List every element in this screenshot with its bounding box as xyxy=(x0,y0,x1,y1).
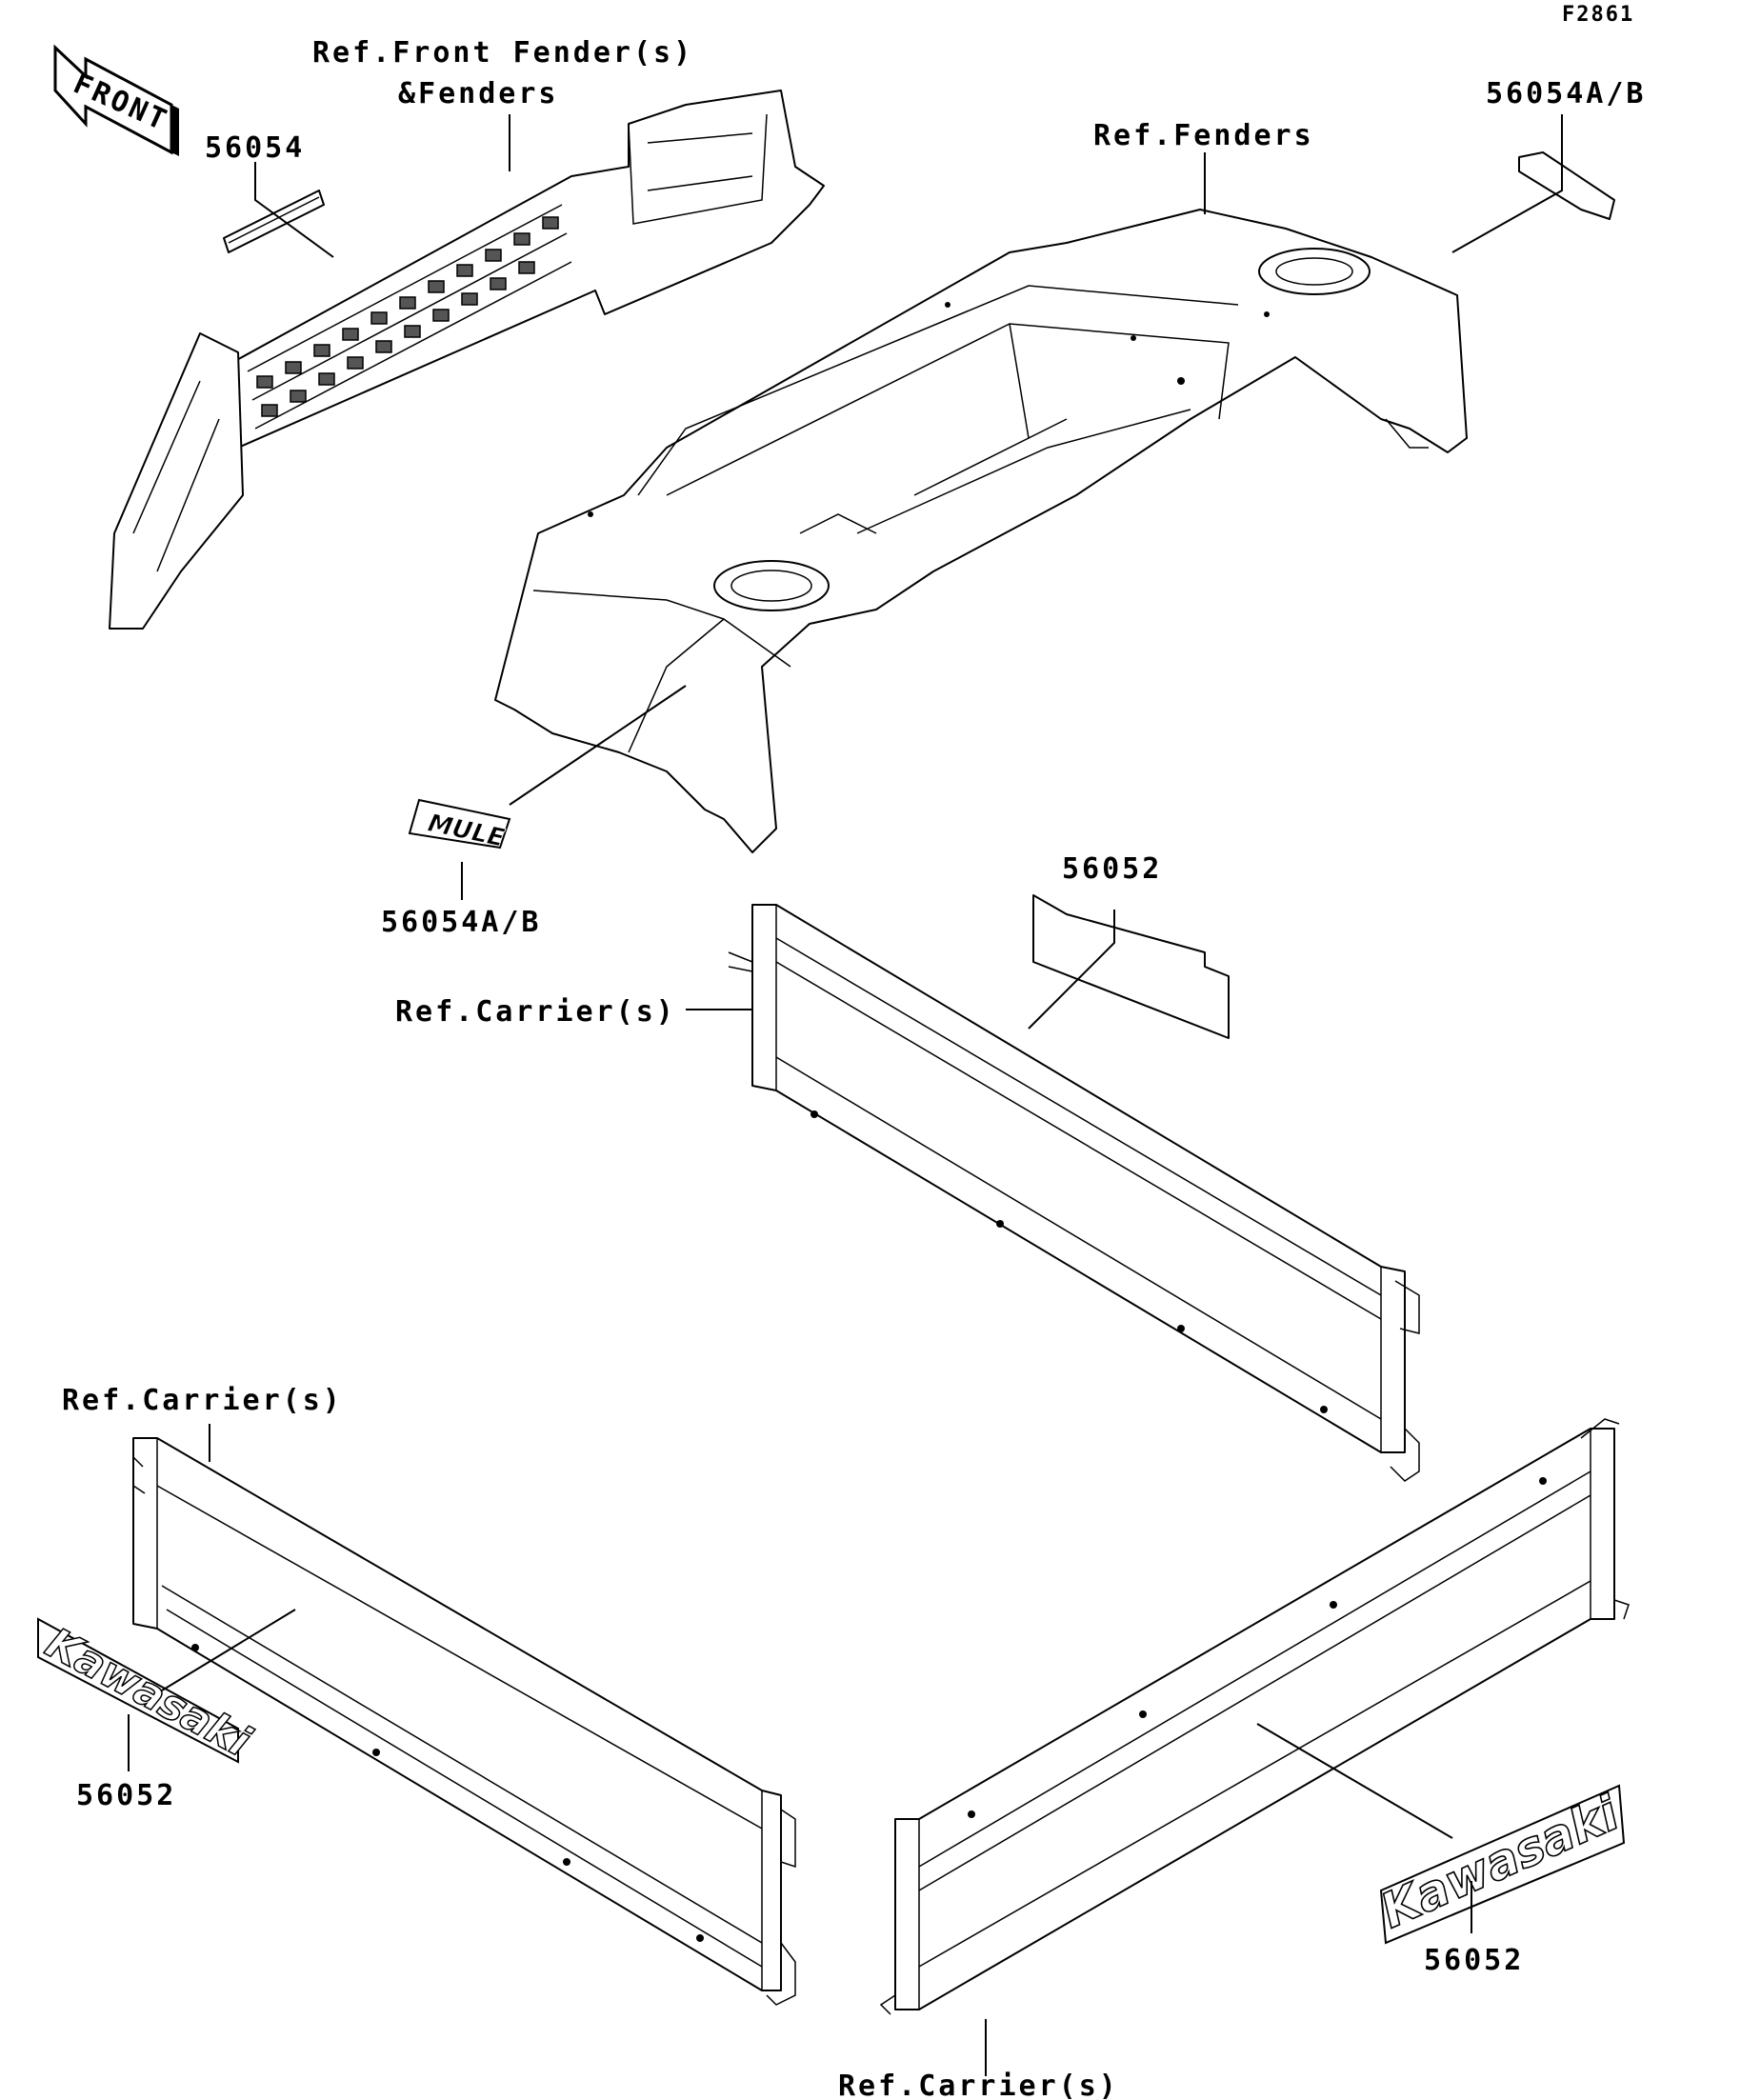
front-fender-assembly xyxy=(109,90,825,630)
kawasaki-decal-right: Kawasaki xyxy=(1371,1785,1629,1945)
label-part-56054: 56054 xyxy=(205,131,305,165)
front-arrow-icon: FRONT xyxy=(53,44,179,156)
label-ref-fenders: Ref.Fenders xyxy=(1093,119,1314,152)
decal-56054 xyxy=(223,190,325,253)
rear-fender-assembly xyxy=(494,209,1468,853)
label-ref-front-fender: Ref.Front Fender(s) xyxy=(312,36,693,70)
carrier-panel-left xyxy=(132,1437,796,2006)
decal-56052-mid xyxy=(1032,894,1230,1039)
label-part-56052-mid: 56052 xyxy=(1062,852,1162,886)
carrier-panel-middle xyxy=(728,904,1420,1482)
label-ref-carrier-bottom: Ref.Carrier(s) xyxy=(838,2070,1119,2100)
label-ref-carrier-left: Ref.Carrier(s) xyxy=(62,1384,343,1417)
label-part-56054ab-bottom: 56054A/B xyxy=(381,906,542,939)
mule-decal: MULE xyxy=(408,798,511,853)
label-ref-carrier-mid: Ref.Carrier(s) xyxy=(395,995,676,1029)
label-part-56052-left: 56052 xyxy=(76,1779,176,1812)
kawasaki-decal-right-text: Kawasaki xyxy=(1372,1785,1628,1939)
carrier-panel-right xyxy=(879,1418,1630,2015)
label-part-56054ab-top: 56054A/B xyxy=(1486,77,1647,110)
leader-lines xyxy=(128,114,1563,2076)
label-part-56052-right: 56052 xyxy=(1424,1944,1524,1977)
label-ref-front-fender-2: &Fenders xyxy=(398,77,559,110)
decal-56054ab-top xyxy=(1518,151,1615,220)
diagram-code: F2861 xyxy=(1562,3,1634,27)
